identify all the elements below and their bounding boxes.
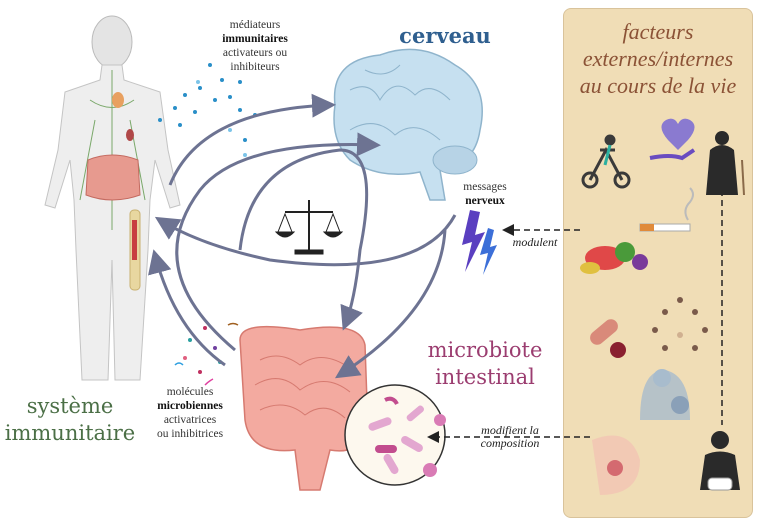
panel-title-line: au cours de la vie xyxy=(579,73,737,98)
brain-label: cerveau xyxy=(399,23,491,48)
immune-mediator-dots xyxy=(158,63,257,157)
annotation-bold: immunitaires xyxy=(222,33,288,45)
annotation-line: molécules xyxy=(166,386,214,398)
dashed-connectors xyxy=(427,190,723,443)
social-group-icon xyxy=(652,297,708,351)
annotation-line: activatrices xyxy=(163,414,217,426)
annotation-line: médiateurs xyxy=(229,19,281,31)
brain-illustration xyxy=(333,48,483,201)
immune-label-line: système xyxy=(26,394,114,418)
microbiota-label-line: microbiote xyxy=(427,338,543,362)
panel-title-line: externes/internes xyxy=(582,46,734,71)
modify-composition-annotation: modifient la composition xyxy=(470,424,550,450)
food-icon xyxy=(580,242,648,274)
intestine-illustration xyxy=(239,325,369,491)
annotation-bold: microbiennes xyxy=(157,400,223,412)
immune-label-line: immunitaire xyxy=(4,421,136,445)
medication-icon xyxy=(590,319,626,358)
pregnancy-icon xyxy=(592,435,640,495)
lightning-bolt-icon xyxy=(462,210,497,275)
bacteria-magnified-circle xyxy=(344,384,446,486)
panel-title-line: facteurs xyxy=(622,19,694,44)
modulate-annotation: modulent xyxy=(512,235,558,249)
microbiota-label: microbiote intestinal xyxy=(415,337,555,391)
microbiota-label-line: intestinal xyxy=(435,365,535,389)
annotation-bold: nerveux xyxy=(465,195,505,207)
annotation-line: activateurs ou xyxy=(222,47,288,59)
annotation-line: ou inhibitrices xyxy=(156,428,224,440)
annotation-line: modifient la xyxy=(481,423,539,437)
cigarette-icon xyxy=(639,187,694,232)
immune-system-label: système immunitaire xyxy=(0,393,140,447)
elderly-person-icon xyxy=(706,131,745,196)
annotation-line: inhibiteurs xyxy=(230,61,280,73)
balance-scale-icon xyxy=(274,200,344,255)
human-body-figure xyxy=(44,15,181,381)
baby-icon xyxy=(700,431,740,491)
nerve-messages-annotation: messages nerveux xyxy=(450,180,520,208)
interaction-arrows xyxy=(148,93,457,379)
factors-panel-title: facteurs externes/internes au cours de l… xyxy=(563,18,753,99)
breastfeeding-icon xyxy=(640,369,690,420)
immune-mediators-annotation: médiateurs immunitaires activateurs ou i… xyxy=(200,18,310,74)
annotation-line: composition xyxy=(480,436,540,450)
heart-hand-icon xyxy=(649,118,696,161)
microbial-molecule-dots xyxy=(174,322,239,386)
microbial-molecules-annotation: molécules microbiennes activatrices ou i… xyxy=(140,385,240,441)
exercise-bike-icon xyxy=(581,134,631,189)
annotation-line: messages xyxy=(463,181,507,193)
